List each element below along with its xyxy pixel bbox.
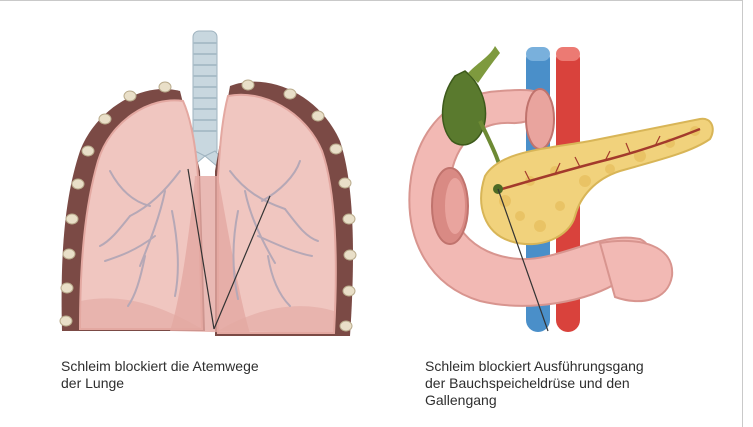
caption-pancreas-line-3: Gallengang [425, 392, 735, 409]
caption-pancreas-line-2: der Bauchspeicheldrüse und den [425, 375, 735, 392]
caption-pancreas-line-1: Schleim blockiert Ausführungsgang [425, 358, 735, 375]
caption-lungs-line-2: der Lunge [61, 375, 351, 392]
caption-lungs-line-1: Schleim blockiert die Atemwege [61, 358, 351, 375]
pancreas-digestive-illustration [0, 1, 743, 346]
gallbladder [443, 71, 486, 145]
caption-lungs: Schleim blockiert die Atemwege der Lunge [61, 358, 351, 392]
caption-pancreas: Schleim blockiert Ausführungsgang der Ba… [425, 358, 735, 409]
